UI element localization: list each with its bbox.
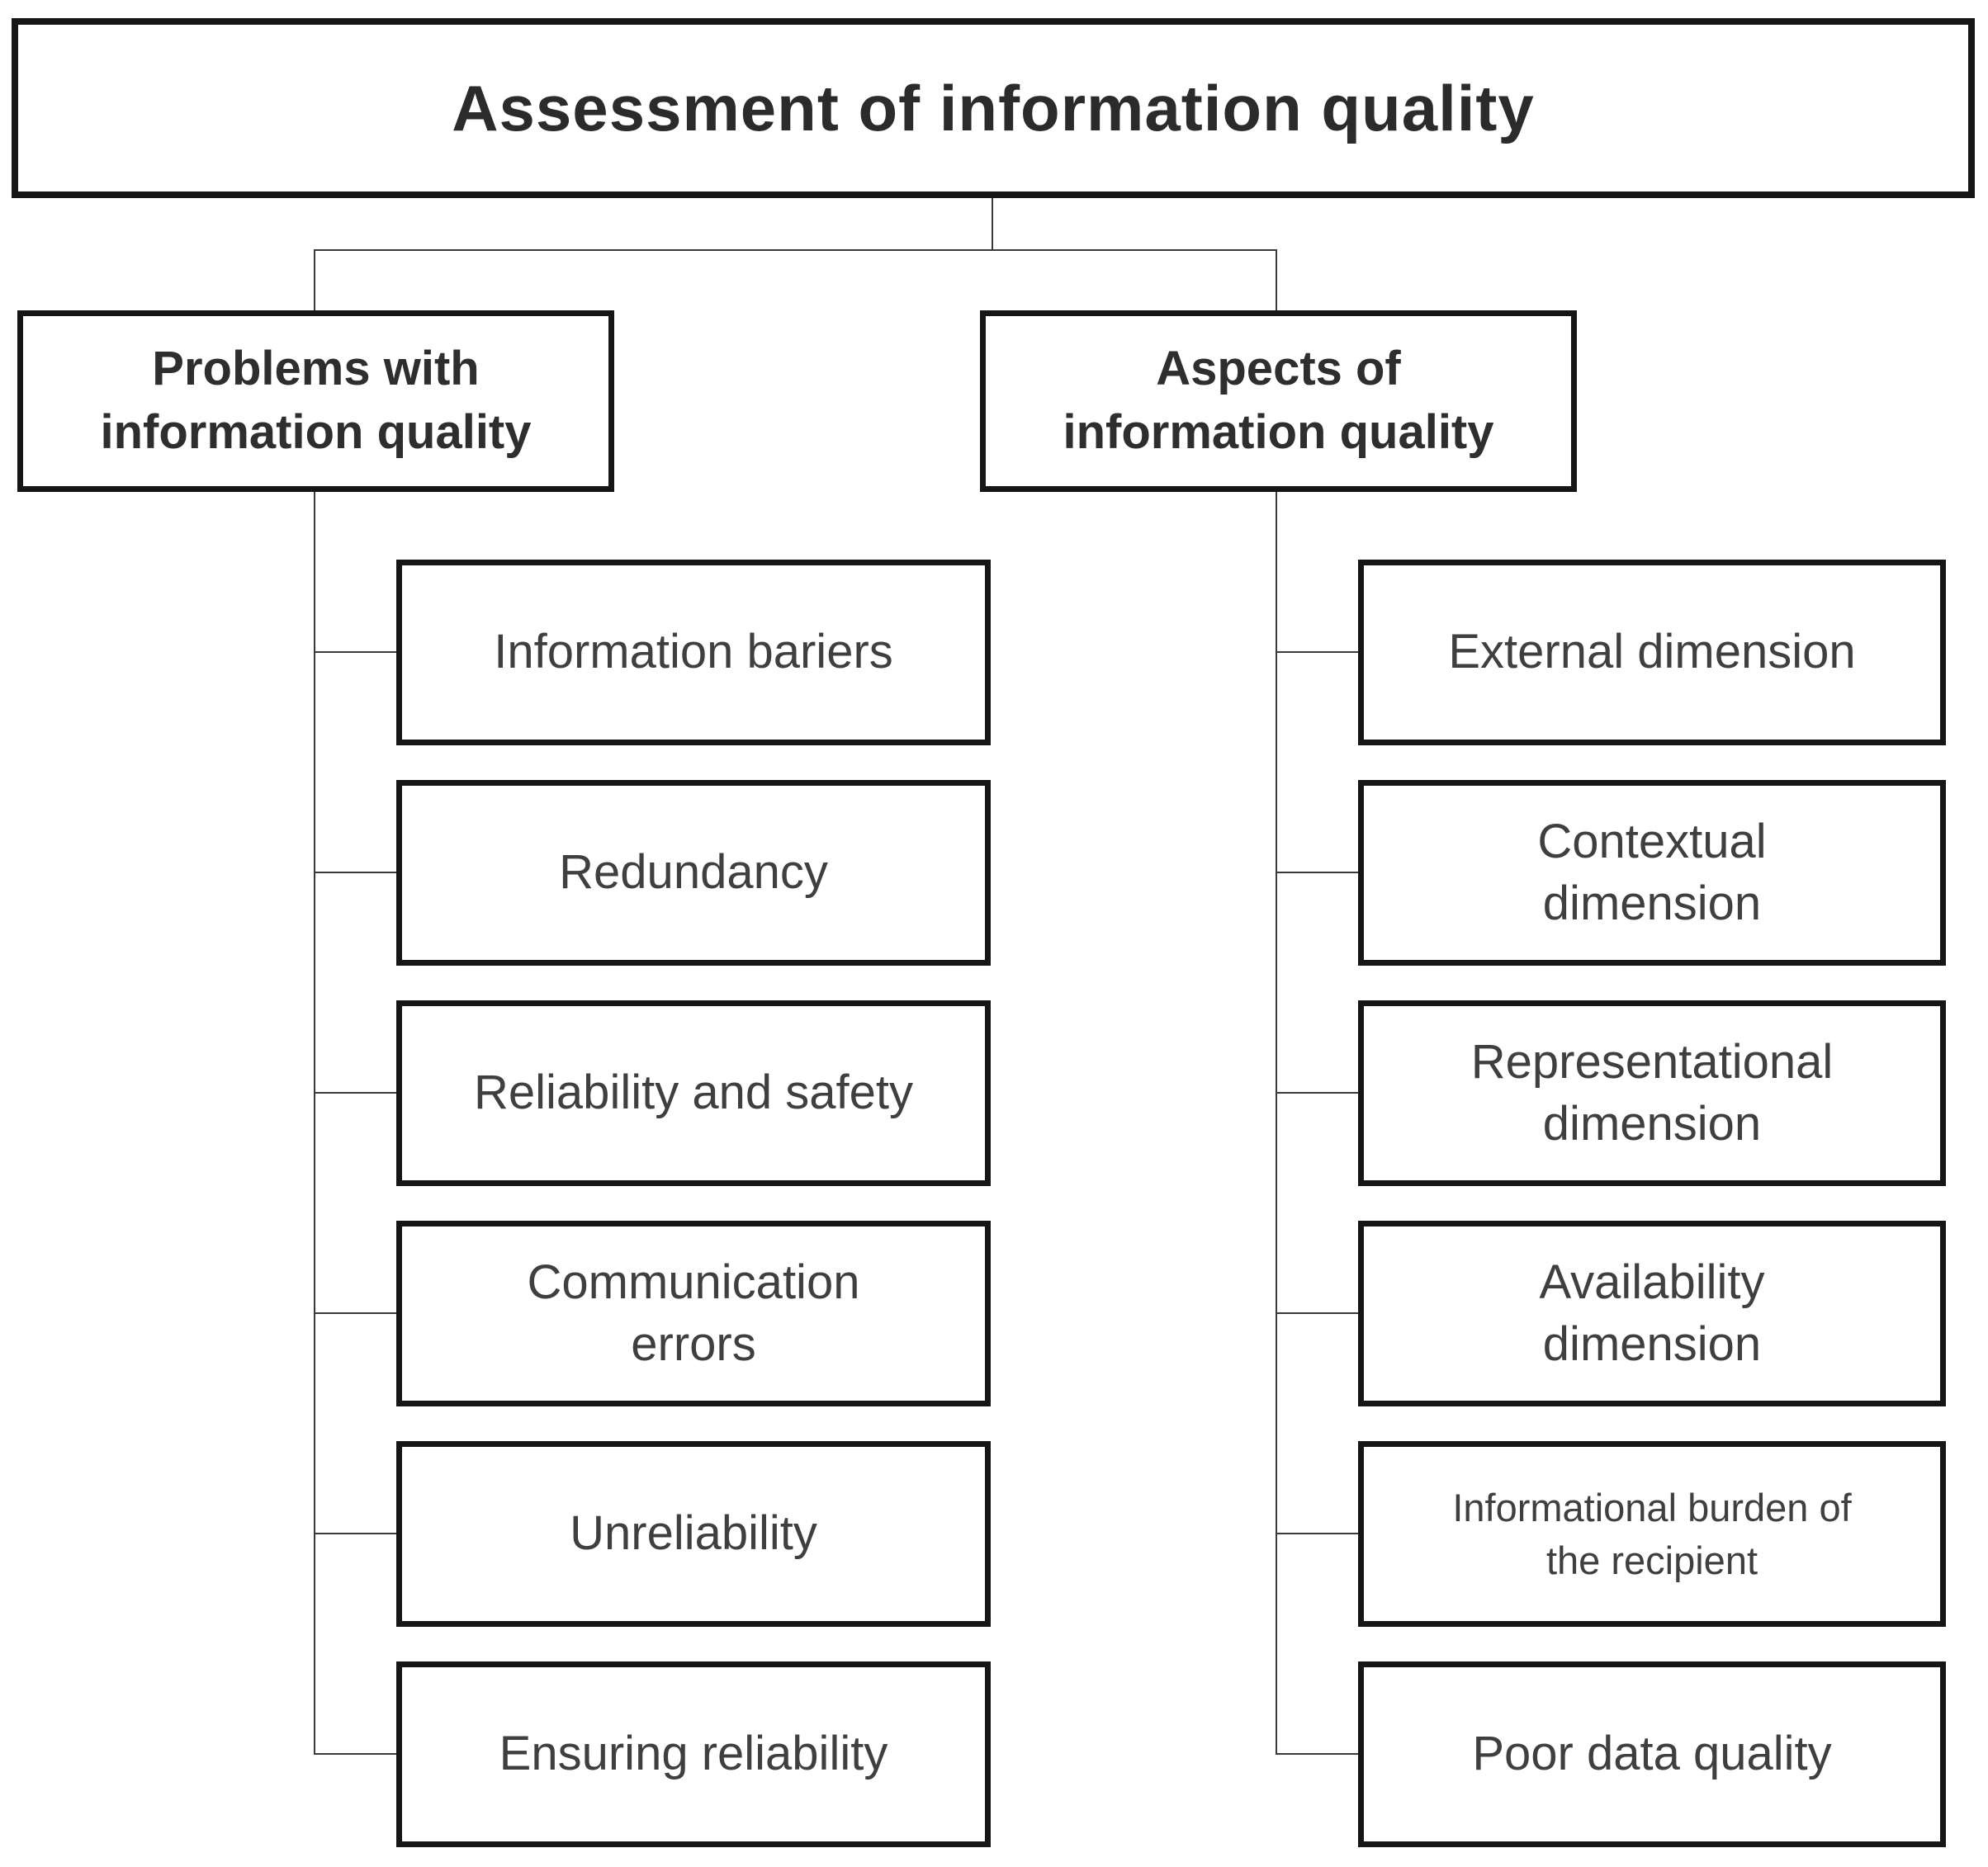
node-informational-burden: Informational burden of the recipient <box>1358 1441 1946 1627</box>
node-ensuring-reliability: Ensuring reliability <box>396 1661 991 1847</box>
branch-header-aspects: Aspects of information quality <box>980 310 1577 492</box>
connector-right-trunk <box>1276 492 1277 1755</box>
connector-left-stub-5 <box>314 1533 396 1534</box>
connector-right-stub-5 <box>1276 1533 1358 1534</box>
node-availability-dimension: Availability dimension <box>1358 1221 1946 1406</box>
connector-right-stub-6 <box>1276 1753 1358 1755</box>
node-redundancy: Redundancy <box>396 780 991 966</box>
connector-left-header-drop <box>314 249 315 312</box>
connector-right-stub-3 <box>1276 1092 1358 1094</box>
connector-left-stub-4 <box>314 1312 396 1314</box>
node-communication-errors: Communication errors <box>396 1221 991 1406</box>
connector-right-header-drop <box>1276 249 1277 312</box>
node-information-bariers: Information bariers <box>396 560 991 745</box>
connector-left-stub-6 <box>314 1753 396 1755</box>
node-poor-data-quality: Poor data quality <box>1358 1661 1946 1847</box>
node-reliability-and-safety: Reliability and safety <box>396 1000 991 1186</box>
node-unreliability: Unreliability <box>396 1441 991 1627</box>
connector-left-stub-2 <box>314 872 396 873</box>
node-external-dimension: External dimension <box>1358 560 1946 745</box>
connector-right-stub-4 <box>1276 1312 1358 1314</box>
connector-root-drop <box>992 198 993 251</box>
connector-left-stub-1 <box>314 651 396 653</box>
connector-left-stub-3 <box>314 1092 396 1094</box>
root-node-title: Assessment of information quality <box>12 18 1975 198</box>
node-representational-dimension: Representational dimension <box>1358 1000 1946 1186</box>
connector-left-trunk <box>314 492 315 1755</box>
node-contextual-dimension: Contextual dimension <box>1358 780 1946 966</box>
connector-right-stub-1 <box>1276 651 1358 653</box>
connector-branch-crossbar <box>314 249 1277 251</box>
branch-header-problems: Problems with information quality <box>17 310 614 492</box>
connector-right-stub-2 <box>1276 872 1358 873</box>
